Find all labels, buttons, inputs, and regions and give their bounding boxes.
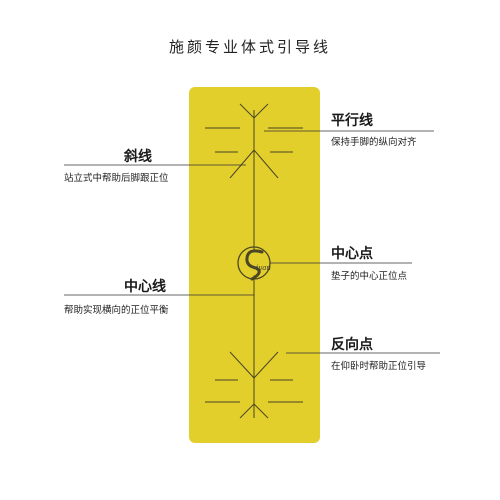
bottom-v-right [253, 403, 269, 419]
guide-lines [205, 103, 303, 419]
desc-diagonal-line: 站立式中帮助后脚跟正位 [64, 173, 169, 184]
desc-center-point: 垫子的中心正位点 [331, 271, 408, 282]
reverse-v-right [253, 351, 279, 379]
siyan-logo: iyan [237, 246, 271, 281]
callout-lines [64, 130, 440, 354]
diagonal-line-right [253, 149, 279, 179]
reverse-v-left [229, 351, 255, 379]
svg-text:iyan: iyan [256, 264, 271, 272]
label-parallel-line: 平行线 [331, 113, 373, 129]
label-center-line: 中心线 [124, 279, 166, 295]
desc-parallel-line: 保持手脚的纵向对齐 [331, 137, 417, 148]
top-v-right [253, 103, 269, 119]
desc-reverse-point: 在仰卧时帮助正位引导 [331, 361, 427, 372]
diagonal-line-left [229, 149, 255, 179]
top-v-left [239, 103, 255, 119]
page-title: 施颜专业体式引导线 [168, 38, 331, 56]
label-diagonal-line: 斜线 [124, 149, 152, 165]
desc-center-line: 帮助实现横向的正位平衡 [64, 305, 169, 316]
label-center-point: 中心点 [331, 246, 373, 262]
label-reverse-point: 反向点 [331, 337, 373, 353]
bottom-v-left [239, 403, 255, 419]
